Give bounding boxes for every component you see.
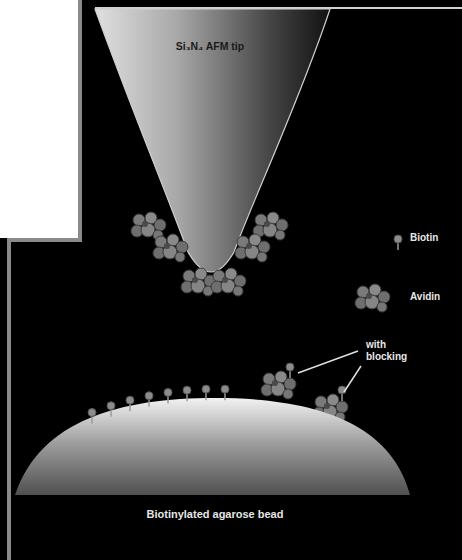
legend-text: Biotin bbox=[410, 232, 438, 244]
avidin-molecule bbox=[153, 234, 188, 262]
callout-label: with blocking bbox=[366, 339, 418, 363]
bead-biotin bbox=[183, 386, 191, 401]
avidin-molecule bbox=[235, 234, 270, 262]
node-text: Biotinylated agarose bead bbox=[15, 508, 415, 521]
biotin-icon bbox=[394, 235, 402, 250]
bead-label-box: Biotinylated agarose bead bbox=[15, 508, 415, 521]
bead-biotin bbox=[221, 385, 229, 400]
avidin-molecule bbox=[181, 268, 216, 296]
legend-text: Avidin bbox=[410, 291, 440, 303]
afm-tip bbox=[95, 9, 330, 272]
white-panel bbox=[0, 0, 78, 238]
bead-biotin bbox=[88, 408, 96, 423]
blocking-biotin bbox=[338, 386, 346, 401]
bead-biotin bbox=[145, 392, 153, 407]
avidin-icon bbox=[355, 284, 390, 312]
bead-biotin bbox=[202, 385, 210, 400]
bead-biotin bbox=[107, 402, 115, 417]
bead-biotin bbox=[164, 388, 172, 403]
leader-line bbox=[344, 366, 361, 392]
bead-biotin bbox=[126, 396, 134, 411]
node-text: Si₃N₄ AFM tip bbox=[130, 40, 290, 52]
agarose-bead bbox=[15, 398, 410, 495]
blocking-biotin bbox=[286, 363, 294, 378]
avidin-molecule bbox=[211, 268, 246, 296]
tip-label-box: Si₃N₄ AFM tip bbox=[130, 40, 290, 52]
leader-line bbox=[298, 351, 358, 373]
